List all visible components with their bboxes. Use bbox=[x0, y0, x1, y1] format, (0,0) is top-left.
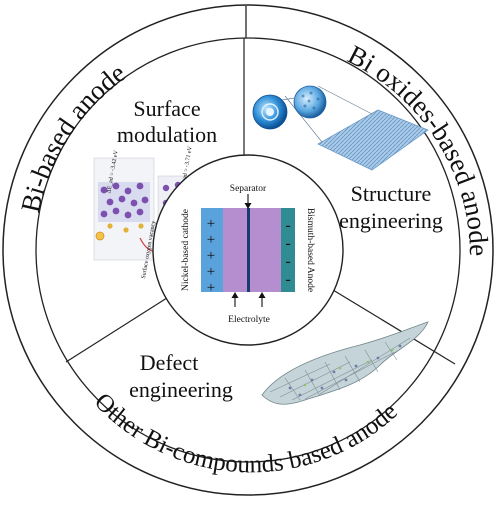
plus-sign: + bbox=[207, 248, 215, 264]
cathode-layer bbox=[201, 208, 223, 292]
structure-label-line1: Structure bbox=[351, 181, 432, 206]
structure-engineering-illustration bbox=[252, 85, 429, 171]
anode-layer bbox=[281, 208, 295, 292]
surface-label-line2: modulation bbox=[117, 122, 217, 147]
minus-sign: - bbox=[285, 235, 290, 252]
nanosheet-mesh bbox=[317, 109, 429, 171]
electrolyte-arrowhead-left bbox=[231, 292, 239, 298]
divider-lower-right bbox=[332, 289, 456, 365]
atomic-network bbox=[261, 321, 429, 405]
surface-label-line1: Surface bbox=[133, 96, 200, 121]
plus-sign: + bbox=[207, 216, 215, 232]
separator-label: Separator bbox=[230, 184, 267, 194]
battery-cell bbox=[201, 208, 295, 292]
anode-label: Bismuth-based Anode bbox=[305, 208, 315, 292]
plus-sign: + bbox=[207, 264, 215, 280]
electrolyte-layer bbox=[223, 208, 281, 292]
minus-sign: - bbox=[285, 253, 290, 270]
separator-arrowhead bbox=[244, 203, 252, 209]
minus-sign: - bbox=[285, 217, 290, 234]
structure-label-line2: engineering bbox=[339, 208, 443, 233]
minus-sign: - bbox=[285, 271, 290, 288]
electrolyte-arrowhead-right bbox=[258, 292, 266, 298]
plus-sign: + bbox=[207, 280, 215, 296]
separator-line bbox=[247, 208, 250, 292]
plus-sign: + bbox=[207, 232, 215, 248]
divider-lower-left bbox=[65, 295, 171, 363]
defect-label-line1: Defect bbox=[140, 350, 199, 375]
defect-label-line2: engineering bbox=[129, 377, 233, 402]
defect-engineering-illustration bbox=[261, 321, 429, 405]
electrolyte-label: Electrolyte bbox=[228, 315, 270, 325]
cathode-label: Nickel-based cathode bbox=[181, 209, 191, 291]
